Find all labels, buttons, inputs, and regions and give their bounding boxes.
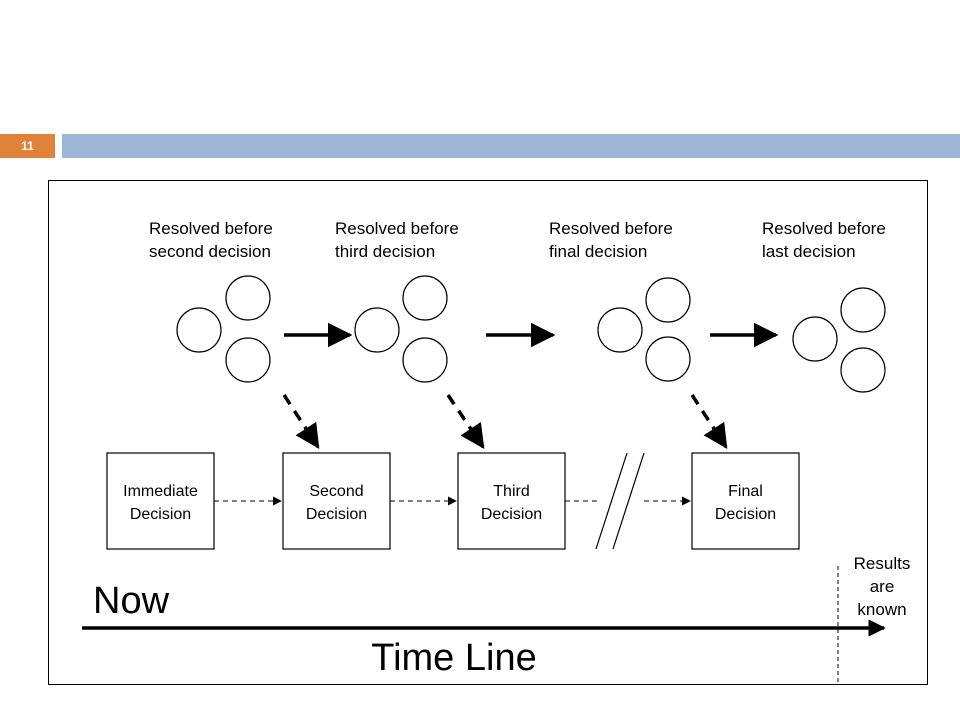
results-line1: Results xyxy=(854,554,911,573)
uncertainty-circle xyxy=(840,347,886,393)
stage-label-1-line2: second decision xyxy=(149,242,271,261)
uncertainty-cluster-2 xyxy=(354,275,448,383)
uncertainty-circle xyxy=(792,316,838,362)
stage-label-1: Resolved before second decision xyxy=(149,219,273,261)
stage-label-4: Resolved before last decision xyxy=(762,219,886,261)
decision-box-final: Final Decision xyxy=(691,452,800,550)
stage-label-4-line2: last decision xyxy=(762,242,856,261)
decision-box-third-line1: Third xyxy=(493,483,529,500)
uncertainty-circle xyxy=(225,275,271,321)
stage-label-3-line1: Resolved before xyxy=(549,219,673,238)
decision-box-third-line2: Decision xyxy=(481,506,542,523)
timeline-title: Time Line xyxy=(371,637,536,679)
slide-number: 11 xyxy=(0,134,55,158)
uncertainty-circle xyxy=(402,337,448,383)
stage-label-1-line1: Resolved before xyxy=(149,219,273,238)
decision-box-immediate-line1: Immediate xyxy=(123,483,198,500)
resolution-arrow xyxy=(282,394,320,450)
decision-box-second-line2: Decision xyxy=(306,506,367,523)
stage-label-2-line2: third decision xyxy=(335,242,435,261)
stage-label-4-line1: Resolved before xyxy=(762,219,886,238)
results-line2: are xyxy=(870,577,895,596)
uncertainty-circle xyxy=(597,307,643,353)
decision-box-second-line1: Second xyxy=(309,483,363,500)
uncertainty-cluster-1 xyxy=(176,275,271,383)
uncertainty-circle xyxy=(402,275,448,321)
diagram-frame xyxy=(48,180,928,685)
uncertainty-circle xyxy=(354,307,400,353)
uncertainty-circle xyxy=(645,336,691,382)
uncertainty-circle xyxy=(176,307,222,353)
stage-label-2: Resolved before third decision xyxy=(335,219,459,261)
uncertainty-cluster-3 xyxy=(597,277,691,382)
uncertainty-cluster-4 xyxy=(792,287,886,393)
decision-box-immediate-line2: Decision xyxy=(130,506,191,523)
stage-label-3: Resolved before final decision xyxy=(549,219,673,261)
stage-label-3-line2: final decision xyxy=(549,242,647,261)
results-known-label: Results are known xyxy=(854,554,911,619)
header-bar xyxy=(62,134,960,158)
decision-box-second: Second Decision xyxy=(282,452,391,550)
stage-label-2-line1: Resolved before xyxy=(335,219,459,238)
uncertainty-circle xyxy=(840,287,886,333)
decision-box-immediate: Immediate Decision xyxy=(106,452,215,550)
uncertainty-circle xyxy=(645,277,691,323)
resolution-arrow xyxy=(446,394,485,450)
resolution-arrow xyxy=(690,394,728,450)
uncertainty-circle xyxy=(225,337,271,383)
time-break-marks xyxy=(595,452,645,550)
results-line3: known xyxy=(857,600,906,619)
decision-box-final-line1: Final xyxy=(728,483,763,500)
decision-box-final-line2: Decision xyxy=(715,506,776,523)
now-label: Now xyxy=(93,580,170,622)
decision-box-third: Third Decision xyxy=(457,452,566,550)
